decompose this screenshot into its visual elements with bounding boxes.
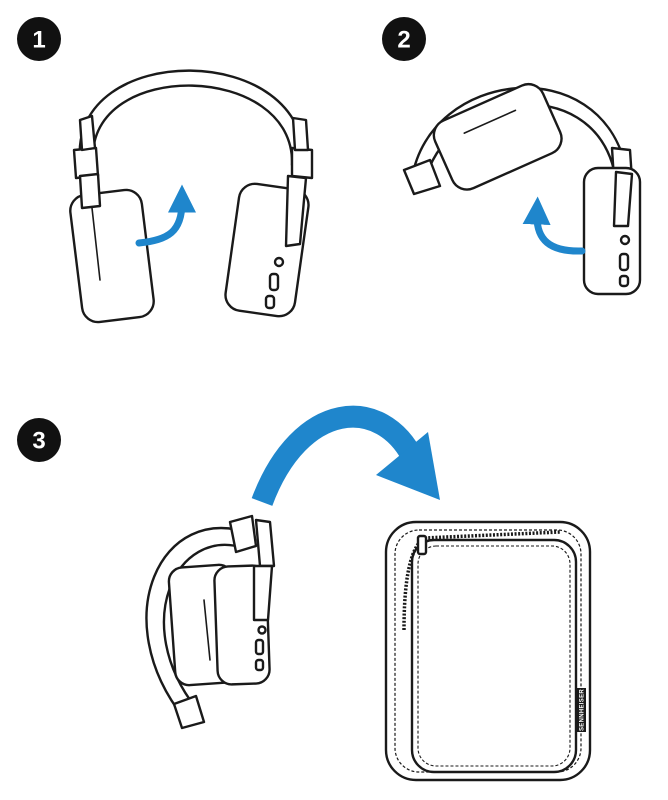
carry-case-icon: SENNHEISER xyxy=(384,520,592,782)
step-2-badge: 2 xyxy=(382,17,426,61)
rotate-arrow-icon xyxy=(522,196,586,255)
headphones-open-icon xyxy=(69,69,314,324)
headphones-folded-icon xyxy=(145,514,276,730)
step-3-number: 3 xyxy=(32,428,45,455)
step-1-badge: 1 xyxy=(17,17,61,61)
brand-tag xyxy=(576,688,586,732)
rotate-arrow-icon xyxy=(135,184,196,247)
step-1-circle xyxy=(17,17,61,61)
headphones-folding-icon xyxy=(402,82,642,296)
step-3-circle xyxy=(17,418,61,462)
brand-label: SENNHEISER xyxy=(580,689,586,731)
step-2-circle xyxy=(382,17,426,61)
curved-arrow-icon xyxy=(251,405,424,506)
curved-arrow-head xyxy=(376,432,440,500)
step-2-number: 2 xyxy=(397,27,410,54)
step-1-number: 1 xyxy=(32,27,45,54)
step-3-badge: 3 xyxy=(17,418,61,462)
